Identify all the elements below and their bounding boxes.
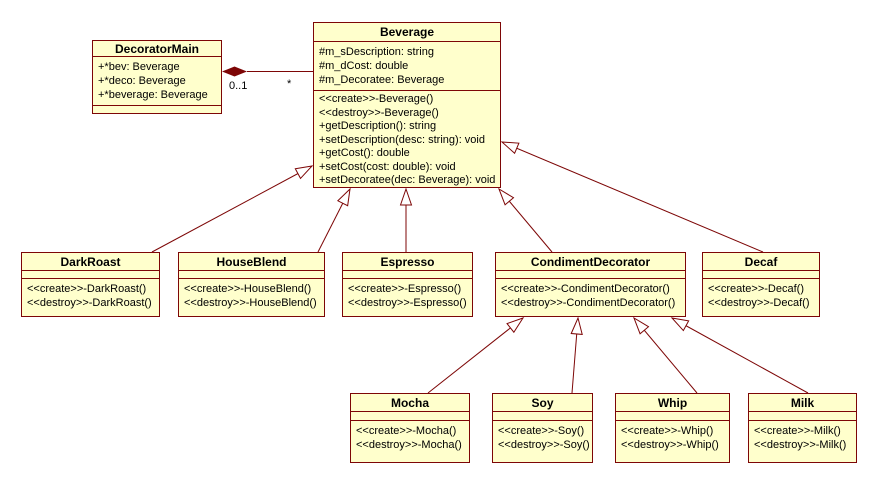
methods-compartment: <<create>>-Milk() <<destroy>>-Milk() xyxy=(749,421,856,462)
method: <<destroy>>-Espresso() xyxy=(348,297,467,309)
methods-compartment: <<create>>-Decaf() <<destroy>>-Decaf() xyxy=(703,279,819,316)
generalization-condimentdecorator-beverage[interactable] xyxy=(498,187,553,253)
class-name: CondimentDecorator xyxy=(496,253,685,271)
composition-link-decoratormain-beverage[interactable] xyxy=(222,66,313,77)
class-box-mocha[interactable]: Mocha <<create>>-Mocha() <<destroy>>-Moc… xyxy=(350,393,470,463)
attribute: #m_Decoratee: Beverage xyxy=(319,74,445,86)
attributes-compartment xyxy=(343,271,472,279)
method: <<create>>-Decaf() xyxy=(708,283,804,295)
attribute: +*bev: Beverage xyxy=(98,61,180,73)
attributes-compartment xyxy=(496,271,685,279)
method: <<create>>-DarkRoast() xyxy=(27,283,147,295)
method: <<destroy>>-Mocha() xyxy=(356,439,462,451)
attributes-compartment xyxy=(703,271,819,279)
class-box-condimentdecorator[interactable]: CondimentDecorator <<create>>-CondimentD… xyxy=(495,252,686,317)
attributes-compartment xyxy=(616,412,729,421)
method: <<create>>-CondimentDecorator() xyxy=(501,283,670,295)
methods-compartment: <<create>>-Soy() <<destroy>>-Soy() xyxy=(493,421,592,462)
generalization-mocha-condimentdecorator[interactable] xyxy=(427,317,525,394)
attributes-compartment xyxy=(493,412,592,421)
attribute: +*beverage: Beverage xyxy=(98,89,208,101)
methods-compartment: <<create>>-Espresso() <<destroy>>-Espres… xyxy=(343,279,472,316)
generalization-soy-condimentdecorator[interactable] xyxy=(570,316,583,394)
method: +setCost(cost: double): void xyxy=(319,160,456,173)
method: <<create>>-Mocha() xyxy=(356,425,457,437)
generalization-whip-condimentdecorator[interactable] xyxy=(633,316,698,394)
method: <<destroy>>-DarkRoast() xyxy=(27,297,152,309)
attributes-compartment: +*bev: Beverage +*deco: Beverage +*bever… xyxy=(93,57,221,106)
attributes-compartment xyxy=(351,412,469,421)
class-name: Espresso xyxy=(343,253,472,271)
class-name: Whip xyxy=(616,394,729,412)
class-box-houseblend[interactable]: HouseBlend <<create>>-HouseBlend() <<des… xyxy=(178,252,325,317)
attribute: #m_dCost: double xyxy=(319,60,409,72)
method: <<destroy>>-Whip() xyxy=(621,439,719,451)
generalization-milk-condimentdecorator[interactable] xyxy=(670,317,809,394)
attribute: +*deco: Beverage xyxy=(98,75,186,87)
class-box-whip[interactable]: Whip <<create>>-Whip() <<destroy>>-Whip(… xyxy=(615,393,730,463)
method: +setDecoratee(dec: Beverage): void xyxy=(319,174,496,186)
composition-diamond xyxy=(222,66,247,77)
class-name: DarkRoast xyxy=(22,253,159,271)
method: <<destroy>>-Soy() xyxy=(498,439,590,451)
method: <<destroy>>-HouseBlend() xyxy=(184,297,317,309)
method: <<create>>-Beverage() xyxy=(319,93,434,105)
class-name: HouseBlend xyxy=(179,253,324,271)
class-box-decaf[interactable]: Decaf <<create>>-Decaf() <<destroy>>-Dec… xyxy=(702,252,820,317)
method: <<destroy>>-CondimentDecorator() xyxy=(501,297,676,309)
generalization-darkroast-beverage[interactable] xyxy=(151,165,314,253)
class-name: Milk xyxy=(749,394,856,412)
methods-compartment: <<create>>-Whip() <<destroy>>-Whip() xyxy=(616,421,729,462)
methods-compartment: <<create>>-Beverage() <<destroy>>-Bevera… xyxy=(314,91,500,187)
multiplicity-target: * xyxy=(287,78,292,90)
methods-compartment xyxy=(93,106,221,113)
attributes-compartment: #m_sDescription: string #m_dCost: double… xyxy=(314,42,500,91)
class-name: Beverage xyxy=(314,23,500,42)
class-name: DecoratorMain xyxy=(93,41,221,57)
class-box-milk[interactable]: Milk <<create>>-Milk() <<destroy>>-Milk(… xyxy=(748,393,857,463)
class-name: Soy xyxy=(493,394,592,412)
class-box-darkroast[interactable]: DarkRoast <<create>>-DarkRoast() <<destr… xyxy=(21,252,160,317)
method: <<destroy>>-Decaf() xyxy=(708,297,810,309)
method: <<create>>-Espresso() xyxy=(348,283,462,295)
attributes-compartment xyxy=(749,412,856,421)
method: <<create>>-Milk() xyxy=(754,425,841,437)
method: +getDescription(): string xyxy=(319,120,437,132)
class-name: Mocha xyxy=(351,394,469,412)
attribute: #m_sDescription: string xyxy=(319,46,434,58)
attributes-compartment xyxy=(22,271,159,279)
method: <<create>>-HouseBlend() xyxy=(184,283,312,295)
generalization-houseblend-beverage[interactable] xyxy=(317,187,351,253)
class-box-espresso[interactable]: Espresso <<create>>-Espresso() <<destroy… xyxy=(342,252,473,317)
method: <<destroy>>-Beverage() xyxy=(319,106,439,119)
generalization-decaf-beverage[interactable] xyxy=(500,141,764,253)
method: <<create>>-Soy() xyxy=(498,425,585,437)
method: <<create>>-Whip() xyxy=(621,425,714,437)
multiplicity-source: 0..1 xyxy=(229,80,248,92)
method: +getCost(): double xyxy=(319,147,410,159)
methods-compartment: <<create>>-DarkRoast() <<destroy>>-DarkR… xyxy=(22,279,159,316)
class-box-soy[interactable]: Soy <<create>>-Soy() <<destroy>>-Soy() xyxy=(492,393,593,463)
methods-compartment: <<create>>-HouseBlend() <<destroy>>-Hous… xyxy=(179,279,324,316)
method: <<destroy>>-Milk() xyxy=(754,439,847,451)
attributes-compartment xyxy=(179,271,324,279)
methods-compartment: <<create>>-Mocha() <<destroy>>-Mocha() xyxy=(351,421,469,462)
class-box-decoratormain[interactable]: DecoratorMain +*bev: Beverage +*deco: Be… xyxy=(92,40,222,114)
class-name: Decaf xyxy=(703,253,819,271)
class-box-beverage[interactable]: Beverage #m_sDescription: string #m_dCos… xyxy=(313,22,501,188)
method: +setDescription(desc: string): void xyxy=(319,133,485,146)
methods-compartment: <<create>>-CondimentDecorator() <<destro… xyxy=(496,279,685,316)
